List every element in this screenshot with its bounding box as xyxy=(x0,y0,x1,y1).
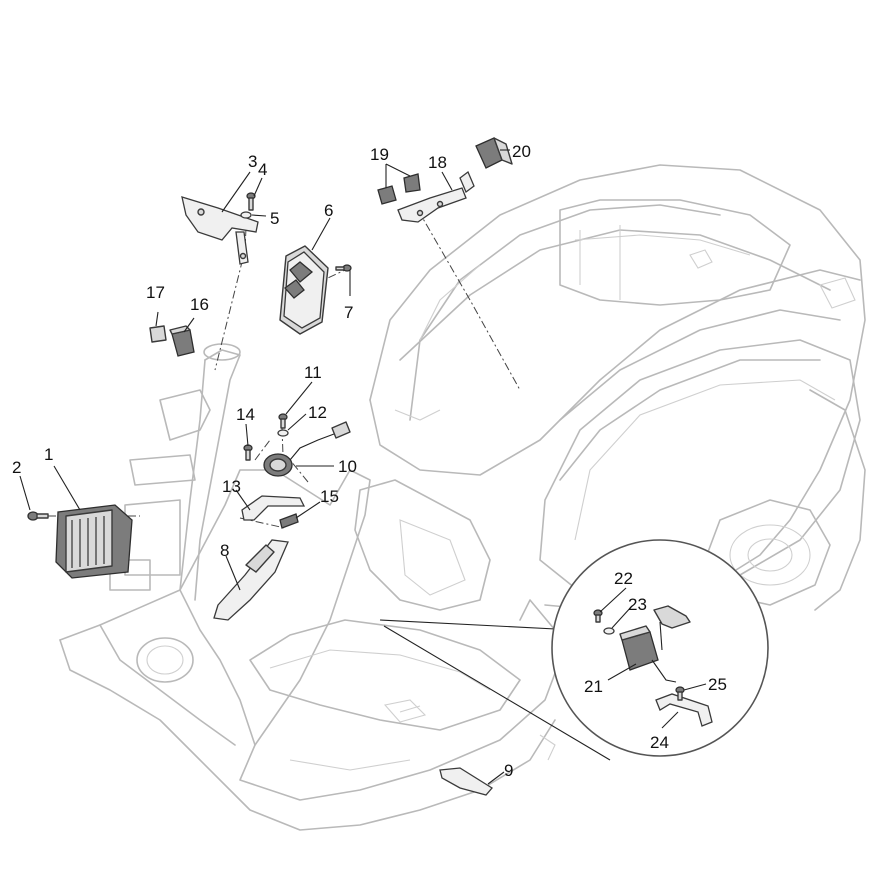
scooter-body-outline xyxy=(59,164,866,831)
washer-part-23 xyxy=(603,627,615,635)
assembly-lines xyxy=(48,209,521,529)
callout-18: 18 xyxy=(428,153,447,172)
ignition-switch-part-10 xyxy=(263,421,351,477)
callout-6: 6 xyxy=(324,201,333,220)
callout-7: 7 xyxy=(344,303,353,322)
bracket-part-8 xyxy=(213,539,289,621)
callout-labels: 1 2 3 4 5 6 7 8 9 10 11 12 13 14 15 16 1… xyxy=(12,142,727,780)
bracket-part-9 xyxy=(439,767,493,796)
zoom-detail-circle xyxy=(379,539,769,761)
callout-17: 17 xyxy=(146,283,165,302)
callout-23: 23 xyxy=(628,595,647,614)
screw-part-11 xyxy=(278,413,288,429)
callout-8: 8 xyxy=(220,541,229,560)
screw-part-4 xyxy=(246,192,256,211)
screw-part-7 xyxy=(335,264,352,272)
clip-part-15 xyxy=(279,513,299,529)
callout-24: 24 xyxy=(650,733,669,752)
callout-2: 2 xyxy=(12,458,21,477)
callout-20: 20 xyxy=(512,142,531,161)
callout-19: 19 xyxy=(370,145,389,164)
voltage-regulator-part xyxy=(55,504,133,579)
callout-16: 16 xyxy=(190,295,209,314)
relay-part-16 xyxy=(169,325,195,357)
screw-part-2 xyxy=(27,511,49,521)
callout-9: 9 xyxy=(504,761,513,780)
connector-part-20 xyxy=(475,137,513,169)
control-unit-part-6 xyxy=(279,245,329,335)
callout-12: 12 xyxy=(308,403,327,422)
screw-part-14 xyxy=(243,444,253,461)
callout-21: 21 xyxy=(584,677,603,696)
washer-part-5 xyxy=(240,211,252,219)
bracket-part-24 xyxy=(655,693,713,727)
callout-3: 3 xyxy=(248,152,257,171)
connector-part-19 xyxy=(377,173,421,205)
callout-4: 4 xyxy=(258,160,267,179)
callout-22: 22 xyxy=(614,569,633,588)
callout-13: 13 xyxy=(222,477,241,496)
callout-10: 10 xyxy=(338,457,357,476)
callout-14: 14 xyxy=(236,405,255,424)
callout-leaders xyxy=(19,149,707,785)
callout-15: 15 xyxy=(320,487,339,506)
washer-part-12 xyxy=(277,429,289,437)
callout-11: 11 xyxy=(304,363,322,382)
screw-part-25 xyxy=(675,686,685,701)
callout-25: 25 xyxy=(708,675,727,694)
bracket-part-18 xyxy=(397,170,475,223)
connector-part-17 xyxy=(149,325,167,343)
callout-5: 5 xyxy=(270,209,279,228)
bracket-part-3 xyxy=(181,196,259,265)
ignition-coil-part-21 xyxy=(619,605,691,683)
bracket-part-13 xyxy=(241,495,306,521)
callout-1: 1 xyxy=(44,445,53,464)
